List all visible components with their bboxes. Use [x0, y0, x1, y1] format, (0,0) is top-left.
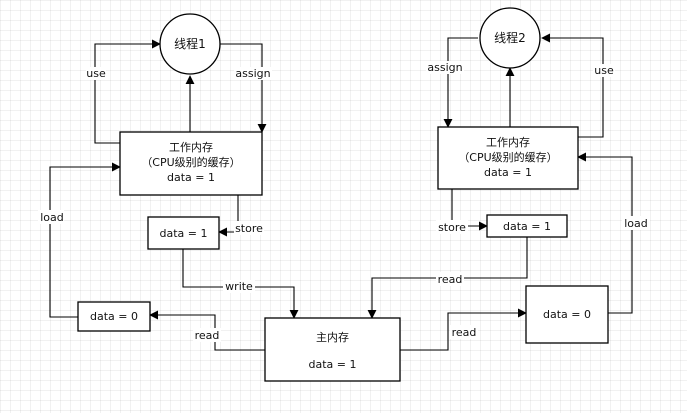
label-use-right: use	[594, 64, 614, 77]
work-memory-right: 工作内存 （CPU级别的缓存） data = 1	[437, 126, 579, 190]
label-store-left: store	[235, 222, 263, 235]
store-box-right-value: data = 1	[503, 220, 551, 233]
label-use-left: use	[86, 67, 106, 80]
load-box-left: data = 0	[77, 301, 151, 332]
main-memory-title: 主内存	[316, 330, 349, 344]
thread2-node: 线程2	[479, 7, 541, 69]
load-box-right-value: data = 0	[543, 308, 591, 321]
label-read-right: read	[452, 326, 477, 339]
label-load-right: load	[624, 217, 648, 230]
load-box-left-value: data = 0	[90, 310, 138, 323]
label-load-left: load	[40, 211, 64, 224]
edge-use-left	[94, 39, 161, 144]
thread1-label: 线程1	[174, 36, 206, 51]
label-read-left: read	[195, 329, 220, 342]
work-memory-right-title: 工作内存	[486, 135, 530, 149]
label-assign-right: assign	[427, 61, 462, 74]
work-memory-left-subtitle: （CPU级别的缓存）	[141, 155, 240, 169]
work-memory-right-subtitle: （CPU级别的缓存）	[458, 150, 557, 164]
work-memory-left-value: data = 1	[167, 171, 215, 184]
edge-load-right	[577, 152, 633, 314]
edge-labels: use assign store write load read assign …	[38, 61, 650, 342]
work-memory-left: 工作内存 （CPU级别的缓存） data = 1	[119, 131, 263, 196]
label-write: write	[225, 280, 253, 293]
label-store-right: store	[438, 221, 466, 234]
edge-load-left	[49, 162, 121, 318]
label-read-top: read	[438, 273, 463, 286]
edge-assign-right	[443, 37, 478, 128]
thread2-label: 线程2	[494, 30, 526, 45]
thread1-node: 线程1	[159, 13, 221, 75]
store-box-left-value: data = 1	[160, 227, 208, 240]
store-box-right: data = 1	[486, 214, 568, 238]
load-box-right: data = 0	[525, 285, 609, 344]
work-memory-left-title: 工作内存	[169, 140, 213, 154]
main-memory: 主内存 data = 1	[264, 317, 401, 382]
work-memory-right-value: data = 1	[484, 166, 532, 179]
edge-assign-left	[220, 43, 267, 133]
main-memory-value: data = 1	[309, 358, 357, 371]
edge-use-right	[541, 33, 604, 138]
edge-read-right	[400, 308, 527, 351]
store-box-left: data = 1	[147, 216, 220, 250]
label-assign-left: assign	[235, 67, 270, 80]
